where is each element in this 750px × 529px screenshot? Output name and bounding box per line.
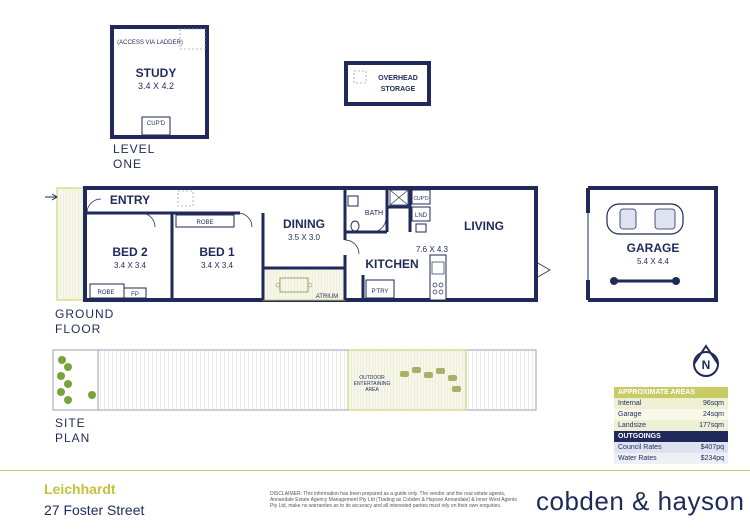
cupboard-label: CUP'D bbox=[413, 196, 429, 202]
door-swings bbox=[86, 198, 551, 279]
bed1-robe-label: ROBE bbox=[196, 220, 213, 226]
bed1-dims: 3.4 X 3.4 bbox=[201, 261, 234, 270]
outgoings-row: Water Rates $234pq bbox=[614, 453, 728, 464]
bath-label: BATH bbox=[365, 210, 383, 217]
street-address: 27 Foster Street bbox=[44, 502, 145, 518]
pantry-box bbox=[365, 279, 395, 299]
site-plan-line2: PLAN bbox=[55, 431, 91, 445]
living-label: LIVING bbox=[464, 219, 504, 233]
bed2-robe-label: ROBE bbox=[97, 290, 114, 296]
bed2-label: BED 2 bbox=[112, 245, 148, 259]
bath-basin bbox=[347, 195, 359, 207]
kitchen-label: KITCHEN bbox=[365, 257, 418, 271]
outgoing-value: $234pq bbox=[700, 455, 724, 462]
motorbike-icon bbox=[610, 277, 680, 285]
bed1-label: BED 1 bbox=[199, 245, 235, 259]
study-room bbox=[110, 25, 209, 139]
outgoings-title: OUTGOINGS bbox=[614, 431, 728, 442]
level-one-label: LEVEL ONE bbox=[113, 142, 155, 172]
area-value: 96sqm bbox=[702, 400, 724, 407]
atrium-label: ATRIUM bbox=[316, 294, 339, 300]
dining-label: DINING bbox=[283, 217, 325, 231]
overhead-storage-label-1: OVERHEAD bbox=[378, 75, 418, 82]
atrium-table-icon bbox=[275, 277, 313, 293]
site-plan-line1: SITE bbox=[55, 416, 86, 430]
areas-title: APPROXIMATE AREAS bbox=[614, 387, 728, 398]
area-label: Landsize bbox=[618, 422, 647, 429]
study-access-note: (ACCESS VIA LADDER) bbox=[117, 40, 183, 46]
outgoings-row: Council Rates $407pq bbox=[614, 442, 728, 453]
study-label: STUDY bbox=[136, 66, 177, 80]
outdoor-label-2: ENTERTAINING bbox=[354, 381, 391, 387]
ground-floor-line1: GROUND bbox=[55, 307, 115, 321]
disclaimer-text: DISCLAIMER: This information has been pr… bbox=[270, 491, 517, 509]
outdoor-label-1: OUTDOOR bbox=[359, 375, 385, 381]
outgoing-label: Water Rates bbox=[618, 455, 657, 462]
outgoing-value: $407pq bbox=[700, 444, 724, 451]
overhead-storage-label-2: STORAGE bbox=[381, 86, 416, 93]
north-label: N bbox=[702, 358, 711, 372]
interior-walls bbox=[85, 188, 412, 300]
front-verandah bbox=[56, 187, 86, 301]
garden-shrubs bbox=[57, 356, 96, 404]
north-arrow-icon bbox=[693, 344, 719, 377]
kitchen-bench bbox=[429, 254, 447, 301]
areas-table: APPROXIMATE AREAS Internal 96sqm Garage 24… bbox=[614, 387, 728, 464]
area-label: Internal bbox=[618, 400, 642, 407]
laundry-label: LND bbox=[415, 213, 428, 219]
level-one-line1: LEVEL bbox=[113, 142, 156, 156]
footer-divider bbox=[0, 470, 750, 471]
area-value: 24sqm bbox=[702, 411, 724, 418]
outgoing-label: Council Rates bbox=[618, 444, 662, 451]
bed2-dims: 3.4 X 3.4 bbox=[114, 261, 147, 270]
garage-dims: 5.4 X 4.4 bbox=[637, 257, 670, 266]
suburb-name: Leichhardt bbox=[44, 481, 116, 497]
areas-row: Internal 96sqm bbox=[614, 398, 728, 409]
fireplace-label: FP bbox=[131, 292, 139, 298]
sink-icon bbox=[431, 261, 445, 275]
shower bbox=[389, 189, 409, 206]
area-value: 177sqm bbox=[699, 422, 724, 429]
stepping-stones bbox=[400, 367, 461, 392]
dining-dims: 3.5 X 3.0 bbox=[288, 233, 321, 242]
cooktop-icon bbox=[432, 282, 444, 295]
area-label: Garage bbox=[618, 411, 642, 418]
car-icon bbox=[606, 203, 684, 235]
entry-label: ENTRY bbox=[110, 193, 150, 207]
outdoor-area bbox=[347, 349, 467, 411]
garage-label: GARAGE bbox=[627, 241, 680, 255]
site-plan-label: SITE PLAN bbox=[55, 416, 90, 446]
ground-floor-label: GROUND FLOOR bbox=[55, 307, 114, 337]
pantry-label: P'TRY bbox=[371, 289, 388, 295]
ground-floor-line2: FLOOR bbox=[55, 322, 102, 336]
living-dims: 7.6 X 4.3 bbox=[416, 245, 449, 254]
outdoor-label-3: AREA bbox=[365, 387, 379, 393]
areas-row: Landsize 177sqm bbox=[614, 420, 728, 431]
toilet bbox=[350, 220, 360, 232]
study-cupboard-label: CUP'D bbox=[147, 121, 166, 127]
areas-row: Garage 24sqm bbox=[614, 409, 728, 420]
overhead-storage-room bbox=[344, 61, 431, 106]
brand-logo: cobden & hayson bbox=[536, 486, 745, 516]
study-dims: 3.4 X 4.2 bbox=[138, 81, 174, 91]
fireplace bbox=[123, 287, 147, 299]
bed1-robe bbox=[175, 214, 235, 228]
level-one-line2: ONE bbox=[113, 157, 143, 171]
